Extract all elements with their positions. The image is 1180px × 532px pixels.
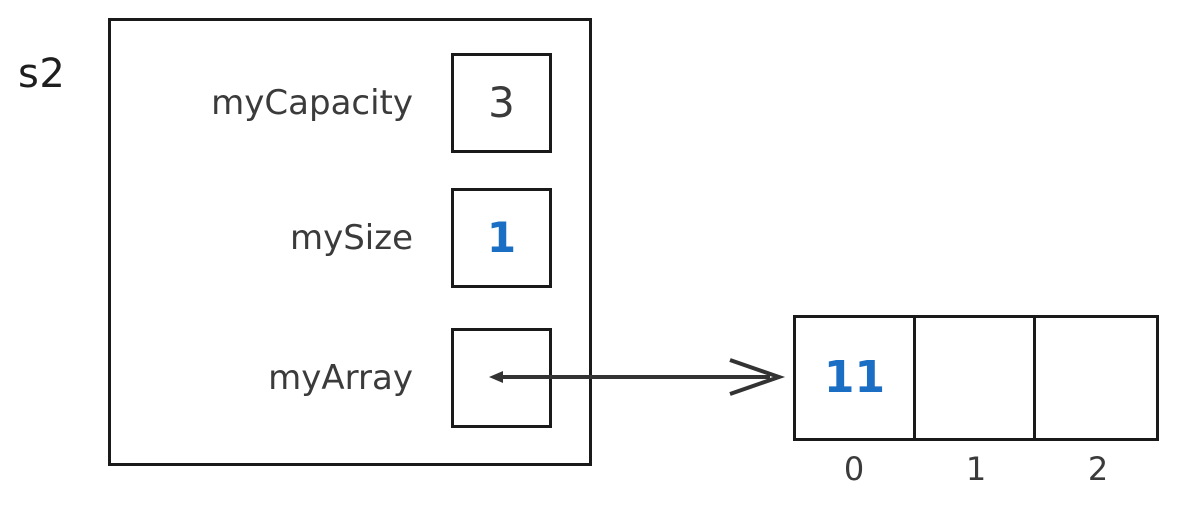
field-label-mysize: mySize <box>289 218 413 258</box>
field-value-mycapacity: 3 <box>488 78 515 127</box>
array-index-0: 0 <box>843 450 865 488</box>
field-box-myarray <box>451 328 552 428</box>
array-cell-1 <box>916 318 1037 438</box>
array-index-labels: 0 1 2 <box>793 453 1159 485</box>
field-row-myarray: myArray <box>108 328 552 428</box>
array-cell-0: 11 <box>796 318 917 438</box>
field-row-mycapacity: myCapacity 3 <box>108 53 552 153</box>
array-index-1: 1 <box>965 450 987 488</box>
array-cells: 11 <box>793 315 1159 441</box>
field-box-mysize: 1 <box>451 188 552 288</box>
field-box-mycapacity: 3 <box>451 53 552 153</box>
field-label-myarray: myArray <box>268 358 413 398</box>
array-index-2: 2 <box>1087 450 1109 488</box>
field-label-mycapacity: myCapacity <box>211 83 413 123</box>
array-container: 11 0 1 2 <box>793 315 1159 485</box>
array-cell-2 <box>1036 318 1156 438</box>
field-value-mysize: 1 <box>486 213 517 262</box>
array-cell-value-0: 11 <box>823 352 886 403</box>
field-row-mysize: mySize 1 <box>108 188 552 288</box>
object-box <box>108 18 592 466</box>
object-label-s2: s2 <box>18 51 66 97</box>
